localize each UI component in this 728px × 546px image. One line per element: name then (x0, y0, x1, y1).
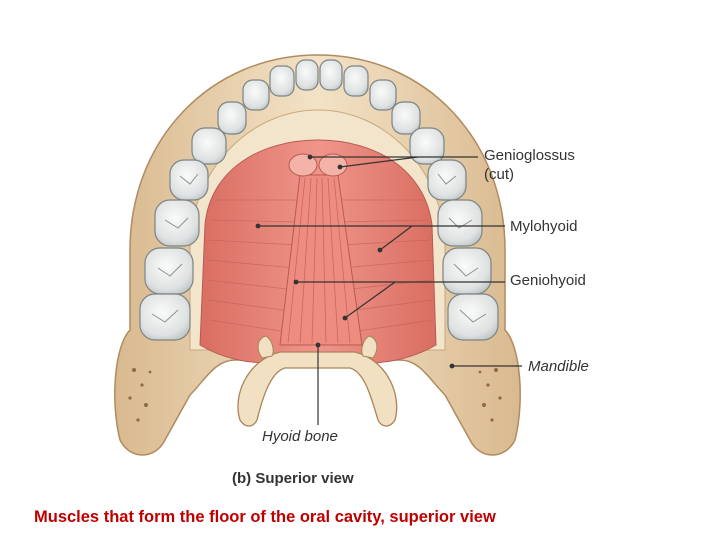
tooth-grooves (151, 173, 487, 323)
tooth (437, 199, 483, 247)
hyoid-horn-left (257, 335, 274, 359)
view-caption: (b) Superior view (232, 470, 354, 487)
tooth (343, 65, 369, 97)
label-mylohyoid: Mylohyoid (510, 218, 578, 235)
tooth (409, 127, 445, 165)
tooth (144, 247, 194, 295)
leader-lines (258, 156, 522, 425)
hyoid-horn-right (361, 335, 378, 359)
tooth (242, 79, 270, 111)
tooth (319, 59, 343, 91)
tooth (447, 293, 499, 341)
tooth (191, 127, 227, 165)
leader-dots (255, 154, 455, 369)
slide-caption: Muscles that form the floor of the oral … (34, 508, 496, 526)
label-mandible: Mandible (528, 358, 589, 375)
geniohyoid-muscle (279, 174, 363, 346)
label-geniohyoid: Geniohyoid (510, 272, 586, 289)
tooth (442, 247, 492, 295)
hyoid-bone (237, 351, 398, 427)
label-genioglossus-note: (cut) (484, 166, 514, 183)
spongy-bone-left (128, 368, 152, 422)
label-genioglossus-name: Genioglossus (484, 147, 575, 164)
tooth (295, 59, 319, 91)
spongy-bone-right (478, 368, 502, 422)
tooth (391, 101, 421, 135)
tooth (269, 65, 295, 97)
label-genioglossus: Genioglossus (cut) (484, 146, 575, 184)
tooth (154, 199, 200, 247)
genioglossus-cut (288, 153, 348, 177)
tooth (217, 101, 247, 135)
tooth (169, 159, 209, 201)
geniohyoid-striations (287, 177, 351, 344)
tooth (369, 79, 397, 111)
tooth (427, 159, 467, 201)
tooth (139, 293, 191, 341)
label-hyoid-bone: Hyoid bone (262, 428, 338, 445)
